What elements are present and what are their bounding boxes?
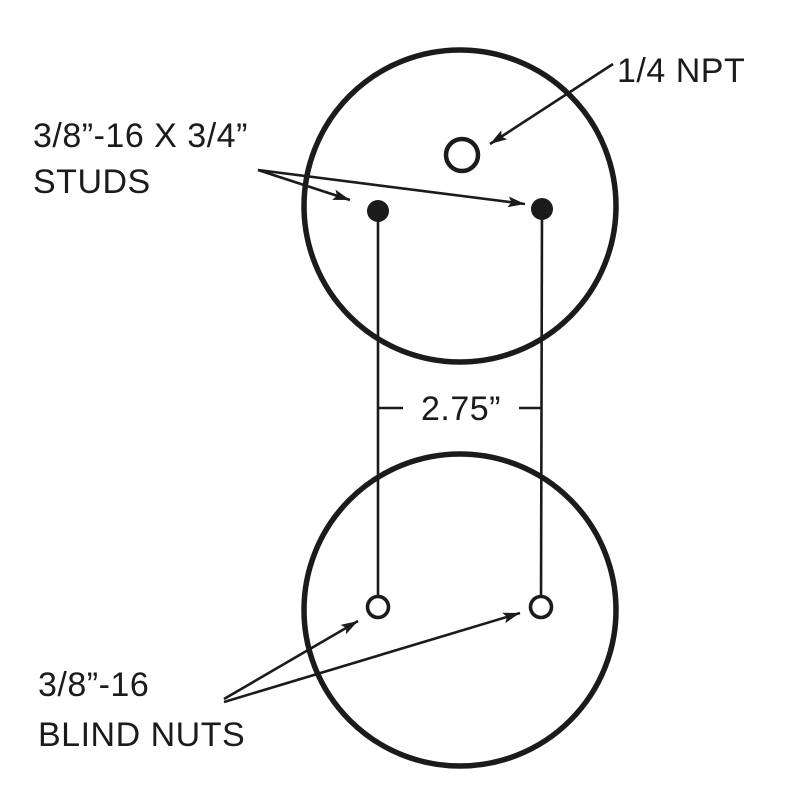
- label-npt-port: 1/4 NPT: [617, 52, 745, 90]
- top-plate-circle: [301, 47, 619, 365]
- leader-blind-nut-right: [223, 611, 521, 704]
- label-studs-line2: STUDS: [33, 163, 151, 201]
- leader-stud-left: [257, 168, 351, 202]
- stud-left: [367, 200, 389, 222]
- label-stud-spacing-dimension: 2.75”: [421, 390, 501, 428]
- npt-port-circle: [443, 136, 481, 174]
- label-blind-nuts-line1: 3/8”-16: [38, 666, 149, 704]
- label-studs-line1: 3/8”-16 X 3/4”: [33, 117, 248, 155]
- leader-npt-port: [489, 62, 614, 146]
- bottom-plate-circle: [301, 451, 619, 769]
- label-blind-nuts-line2: BLIND NUTS: [38, 716, 245, 754]
- stud-right: [531, 198, 553, 220]
- leader-blind-nut-left: [223, 619, 359, 701]
- leader-stud-right: [257, 168, 526, 208]
- blind-nut-left: [365, 594, 391, 620]
- blind-nut-right: [528, 594, 554, 620]
